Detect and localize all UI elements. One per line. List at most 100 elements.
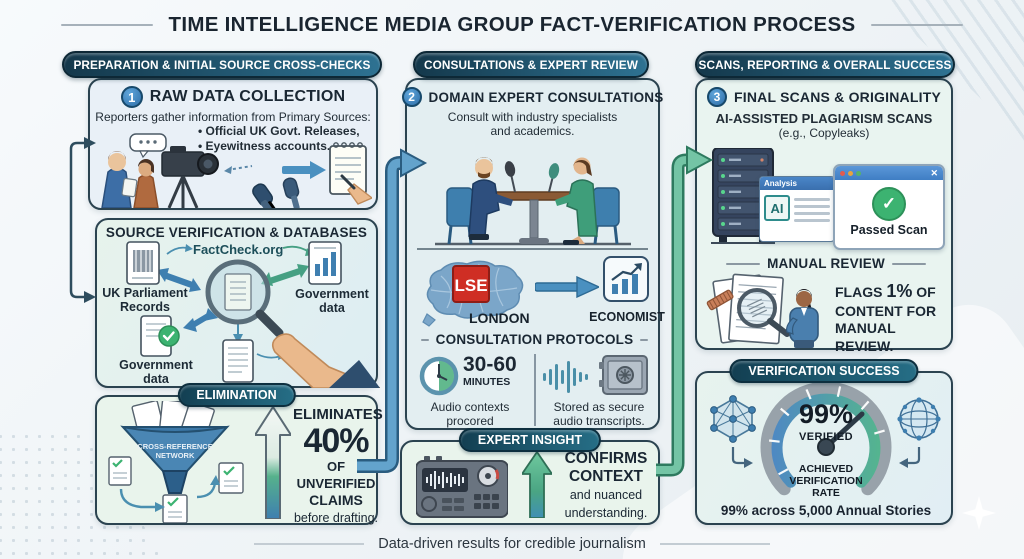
- protocols-divider: [534, 354, 536, 426]
- economist-label: ECONOMIST: [589, 310, 665, 324]
- step-number-2: 2: [401, 87, 422, 107]
- insight-arrow-icon: [522, 452, 552, 518]
- column-header-scans: SCANS, REPORTING & OVERALL SUCCESS: [695, 51, 955, 78]
- window-dot-red: [840, 170, 845, 176]
- analysis-window-titlebar: Analysis: [760, 177, 834, 190]
- government-data-right-label: Government data: [295, 287, 369, 315]
- passed-check-icon: ✓: [872, 187, 906, 221]
- copyleaks-subtitle: (e.g., Copyleaks): [778, 126, 870, 141]
- analysis-text-lines: [794, 195, 830, 222]
- plagiarism-subtitle: AI-ASSISTED PLAGIARISM SCANS: [715, 111, 933, 126]
- duration-unit: MINUTES: [463, 376, 511, 388]
- globe-network-icon: [897, 397, 941, 468]
- flags-line1b: OF: [912, 284, 936, 300]
- panel-elimination: ELIMINATION CROSS-REFERENCE NETWORK ELIM…: [95, 383, 383, 525]
- title-dash-left: [60, 24, 153, 26]
- window-close-icon: ✕: [930, 167, 938, 178]
- panel-expert-insight: EXPERT INSIGHT CONFIRMS CONTEXT and nuan…: [400, 428, 660, 525]
- funnel-illustration: CROSS-REFERENCE NETWORK: [108, 401, 244, 523]
- panel-verification-success: VERIFICATION SUCCESS: [695, 359, 953, 525]
- funnel-label-line2: NETWORK: [156, 451, 195, 460]
- eliminates-line3: CLAIMS: [309, 492, 363, 509]
- achieved-line3: RATE: [812, 487, 840, 500]
- step-number-1: 1: [120, 86, 143, 108]
- flags-line2: CONTENT FOR: [835, 302, 937, 319]
- factcheck-label: FactCheck.org: [193, 242, 284, 257]
- window-dot-green: [856, 170, 861, 176]
- title-bar: TIME INTELLIGENCE MEDIA GROUP FACT-VERIF…: [0, 13, 1024, 37]
- manual-review-illustration: [706, 273, 819, 348]
- arrow-lse-to-economist: [535, 276, 599, 298]
- economist-chart-icon: [603, 256, 649, 302]
- eliminates-line4: before drafting.: [293, 510, 379, 525]
- source-network-illustration: [126, 241, 380, 388]
- expert-insight-badge: EXPERT INSIGHT: [458, 428, 602, 452]
- column-header-preparation: PREPARATION & INITIAL SOURCE CROSS-CHECK…: [62, 51, 382, 78]
- final-scans-title: FINAL SCANS & ORIGINALITY: [734, 89, 941, 105]
- insight-line2: CONTEXT: [568, 467, 644, 485]
- loop-connector-line: [69, 141, 86, 299]
- raw-data-title: RAW DATA COLLECTION: [149, 88, 346, 105]
- consultations-title: DOMAIN EXPERT CONSULTATIONS: [428, 89, 664, 105]
- divider: [417, 248, 648, 250]
- panel-final-scans: 3 FINAL SCANS & ORIGINALITY AI-ASSISTED …: [695, 78, 953, 354]
- panel-domain-expert-consultations: 2 DOMAIN EXPERT CONSULTATIONS Consult wi…: [401, 78, 665, 430]
- eliminates-lead: ELIMINATES: [293, 406, 383, 423]
- gauge-verified-label: VERIFIED: [799, 431, 853, 443]
- flags-line1a: FLAGS: [835, 284, 887, 300]
- insight-line3: and nuanced: [569, 487, 643, 502]
- source-verification-title: SOURCE VERIFICATION & DATABASES: [105, 225, 368, 240]
- network-molecule-icon: [710, 395, 756, 468]
- eliminates-line2: OF UNVERIFIED: [296, 459, 376, 492]
- raw-data-intro: Reporters gather information from Primar…: [95, 110, 371, 124]
- reporters-illustration: [101, 133, 372, 208]
- window-dot-yellow: [848, 170, 853, 176]
- footer-bar: Data-driven results for credible journal…: [0, 536, 1024, 552]
- consultations-subtitle-1: Consult with industry specialists: [447, 110, 618, 124]
- uk-parliament-label: UK Parliament Records: [102, 286, 188, 314]
- consultations-subtitle-2: and academics.: [490, 124, 575, 139]
- annual-stories-caption: 99% across 5,000 Annual Stories: [720, 503, 932, 518]
- timer-clock-icon: [419, 356, 459, 396]
- achieved-line1: ACHIEVED: [798, 463, 854, 475]
- lse-logo: LSE: [454, 276, 487, 295]
- government-data-left-label: Government data: [119, 358, 193, 386]
- raw-data-bullet-1: • Official UK Govt. Releases,: [198, 124, 360, 138]
- insight-line4: understanding.: [564, 505, 648, 520]
- flags-line3: MANUAL REVIEW.: [835, 320, 896, 354]
- verification-gauge: 99% VERIFIED ACHIEVED VERIFICATION RATE: [741, 379, 911, 501]
- page-title: TIME INTELLIGENCE MEDIA GROUP FACT-VERIF…: [168, 13, 856, 36]
- achieved-line2: VERIFICATION: [789, 475, 863, 488]
- column-header-consultations: CONSULTATIONS & EXPERT REVIEW: [413, 51, 649, 78]
- interview-illustration: [434, 157, 631, 246]
- check-doc-1: [108, 456, 132, 486]
- analysis-window: Analysis AI: [759, 176, 835, 242]
- audio-recorder-icon: [416, 456, 508, 518]
- verification-success-badge: VERIFICATION SUCCESS: [729, 359, 919, 383]
- check-doc-2: [162, 494, 188, 523]
- funnel-label-line1: CROSS-REFERENCE: [137, 442, 212, 451]
- passed-scan-label: Passed Scan: [850, 223, 928, 237]
- title-dash-right: [871, 24, 964, 26]
- flags-percent: 1%: [886, 281, 913, 301]
- london-map-illustration: LSE: [422, 260, 524, 327]
- gauge-value: 99%: [798, 399, 854, 429]
- raw-data-bullet-2: • Eyewitness accounts.: [198, 139, 331, 153]
- duration-value: 30-60: [463, 353, 517, 376]
- panel-source-verification: SOURCE VERIFICATION & DATABASES FactChec…: [95, 218, 380, 388]
- eliminates-value: 40%: [303, 421, 369, 460]
- protocols-title: CONSULTATION PROTOCOLS: [435, 332, 634, 347]
- audio-waveform-icon: [543, 361, 588, 393]
- elimination-badge: ELIMINATION: [177, 383, 296, 407]
- footer-tagline: Data-driven results for credible journal…: [378, 536, 646, 552]
- footer-dash-left: [254, 543, 365, 545]
- london-label: LONDON: [469, 310, 530, 326]
- step-number-3: 3: [707, 87, 728, 107]
- elimination-arrow-icon: [255, 407, 291, 519]
- browser-titlebar: ✕: [835, 166, 943, 180]
- footer-dash-right: [659, 543, 770, 545]
- insight-line1: CONFIRMS: [564, 450, 648, 467]
